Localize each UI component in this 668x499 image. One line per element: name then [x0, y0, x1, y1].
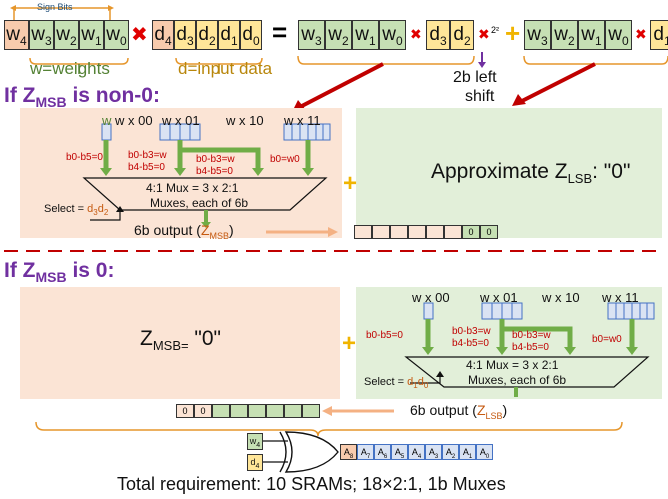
acc-a5: A5	[391, 444, 408, 460]
reg-head-0: 0	[176, 404, 194, 418]
mux-desc-line1: 4:1 Mux = 3 x 2:1	[146, 181, 239, 195]
right-w0-cell: w0	[605, 20, 632, 50]
shift-label-line2: shift	[465, 88, 495, 105]
note-b4-b5-zero: b4-b5=0	[128, 162, 165, 173]
acc-a0: A0	[476, 444, 493, 460]
multiply-icon: ✖	[410, 26, 422, 42]
sign-bits-label: Sign Bits	[37, 2, 73, 12]
section1-heading: If ZMSB is non-0:	[4, 84, 160, 111]
note-b4-b5-zero-2: b4-b5=0	[196, 166, 233, 177]
mux-desc-line2: Muxes, each of 6b	[150, 196, 249, 210]
two-squared-label: 2²	[491, 25, 500, 35]
mux-label-w11-lsb: w x 11	[602, 290, 639, 305]
gate-input-w4: w4	[247, 433, 263, 450]
sign-bits-bracket	[10, 5, 114, 24]
acc-a6: A6	[374, 444, 391, 460]
mux-label-w10-lsb: w x 10	[542, 290, 580, 305]
note-b0-w0-lsb: b0=w0	[592, 334, 622, 345]
w2-cell: w2	[54, 20, 79, 50]
select-label-lsb: Select = d1d0	[364, 376, 429, 391]
note-b0-w0: b0=w0	[270, 154, 300, 165]
w1-cell: w1	[79, 20, 104, 50]
output-label-lsb: 6b output (ZLSB)	[410, 402, 508, 421]
d3-cell: d3	[174, 20, 196, 50]
multiply-icon: ✖	[478, 26, 490, 42]
mux-diagram-lsb	[404, 302, 655, 397]
equals-sign: =	[272, 17, 288, 47]
mux-label-w00: w w x 00	[102, 113, 153, 128]
arrow-left-lsb	[322, 406, 394, 416]
mux-label-w00-lsb: w x 00	[412, 290, 450, 305]
weights-label: w=weights	[30, 59, 110, 78]
mux-label-w01: w x 01	[162, 113, 200, 128]
plus-icon: +	[342, 330, 357, 357]
right-w3-cell: w3	[524, 20, 551, 50]
approx-panel-lsb	[356, 108, 662, 238]
acc-a2: A2	[442, 444, 459, 460]
multiply-icon: ✖	[131, 24, 148, 46]
note-b0-b3-w-2: b0-b3=w	[196, 154, 235, 165]
mux-diagram-msb	[82, 123, 331, 228]
mid-d3-cell: d3	[426, 20, 450, 50]
mux-label-w01-lsb: w x 01	[480, 290, 518, 305]
acc-a4: A4	[408, 444, 425, 460]
section-divider	[4, 250, 664, 252]
reg-head-1: 0	[194, 404, 212, 418]
note-b4-b5-zero-lsb: b4-b5=0	[452, 338, 489, 349]
mid-w3-cell: w3	[298, 20, 325, 50]
shift-label-line1: 2b left	[453, 69, 497, 86]
arrow-right-msb	[266, 227, 338, 237]
plus-sign: +	[505, 18, 521, 48]
w0-cell: w0	[104, 20, 129, 50]
note-b0-b5-zero-lsb: b0-b5=0	[366, 330, 403, 341]
note-b4-b5-zero-lsb-2: b4-b5=0	[512, 342, 549, 353]
note-b0-b3-w-lsb-2: b0-b3=w	[512, 330, 551, 341]
mid-w2-cell: w2	[325, 20, 352, 50]
total-requirement: Total requirement: 10 SRAMs; 18×2:1, 1b …	[117, 474, 506, 494]
input-data-label: d=input data	[178, 59, 273, 78]
output-label-msb: 6b output (ZMSB)	[134, 222, 234, 241]
mid-d2-cell: d2	[450, 20, 474, 50]
reg-tail-1: 0	[480, 225, 498, 239]
d1-cell: d1	[218, 20, 240, 50]
section2-heading: If ZMSB is 0:	[4, 259, 115, 286]
zmsb-zero-text: ZMSB= "0"	[140, 327, 222, 354]
multiply-icon: ✖	[635, 26, 647, 42]
mux-label-w10: w x 10	[226, 113, 264, 128]
d2-cell: d2	[196, 20, 218, 50]
note-b0-b3-w-lsb: b0-b3=w	[452, 326, 491, 337]
right-w2-cell: w2	[551, 20, 578, 50]
reg-tail-0: 0	[462, 225, 480, 239]
acc-a1: A1	[459, 444, 476, 460]
approx-zlsb-text: Approximate ZLSB: "0"	[431, 160, 631, 187]
select-label-msb: Select = d3d2	[44, 203, 109, 218]
xor-gate-icon	[263, 431, 339, 473]
note-b0-b5-zero: b0-b5=0	[66, 152, 103, 163]
acc-a8: A8	[340, 444, 357, 460]
zmsb-zero-panel	[20, 287, 340, 399]
plus-icon: +	[343, 170, 358, 197]
acc-a7: A7	[357, 444, 374, 460]
mux-label-w11: w x 11	[284, 113, 321, 128]
bottom-bracket	[35, 421, 623, 437]
d0-cell: d0	[240, 20, 262, 50]
acc-a3: A3	[425, 444, 442, 460]
d4-cell: d4	[152, 20, 174, 50]
top-brackets	[29, 52, 668, 112]
mid-w1-cell: w1	[352, 20, 379, 50]
mux-desc-line2-lsb: Muxes, each of 6b	[468, 373, 567, 387]
right-d1-cell: d1	[650, 20, 668, 50]
w4-cell: w4	[4, 20, 29, 50]
mid-w0-cell: w0	[379, 20, 406, 50]
right-w1-cell: w1	[578, 20, 605, 50]
note-b0-b3-w: b0-b3=w	[128, 150, 167, 161]
gate-input-d4: d4	[247, 454, 263, 471]
w3-cell: w3	[29, 20, 54, 50]
mux-desc-line1-lsb: 4:1 Mux = 3 x 2:1	[466, 358, 559, 372]
